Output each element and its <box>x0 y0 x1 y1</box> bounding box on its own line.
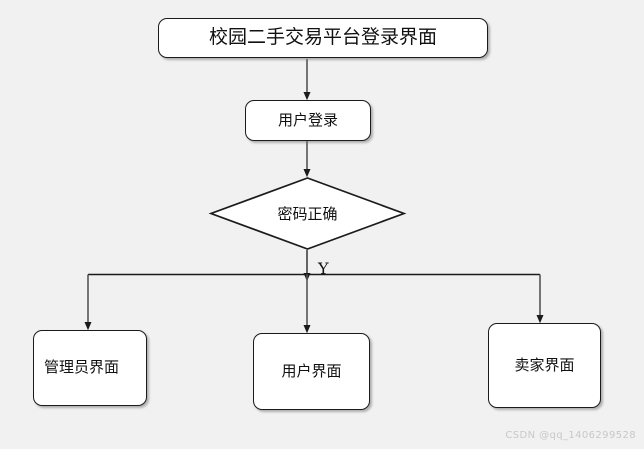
node-user-interface-label: 用户界面 <box>281 361 342 380</box>
node-password-correct[interactable]: 密码正确 <box>210 177 405 250</box>
node-admin-interface[interactable]: 管理员界面 <box>33 330 147 406</box>
node-user-interface[interactable]: 用户界面 <box>253 333 370 410</box>
node-seller-interface[interactable]: 卖家界面 <box>488 323 601 408</box>
node-user-login-label: 用户登录 <box>277 110 338 129</box>
node-user-login[interactable]: 用户登录 <box>245 100 371 141</box>
edge-label-yes: Y <box>318 259 329 278</box>
node-login-page-title-label: 校园二手交易平台登录界面 <box>208 26 437 49</box>
node-login-page-title[interactable]: 校园二手交易平台登录界面 <box>158 18 488 58</box>
watermark-text: CSDN @qq_1406299528 <box>505 430 636 441</box>
node-admin-interface-label: 管理员界面 <box>44 358 120 377</box>
decision-diamond-shape <box>208 177 407 250</box>
node-seller-interface-label: 卖家界面 <box>514 355 575 374</box>
node-password-correct-label: 密码正确 <box>277 205 338 223</box>
